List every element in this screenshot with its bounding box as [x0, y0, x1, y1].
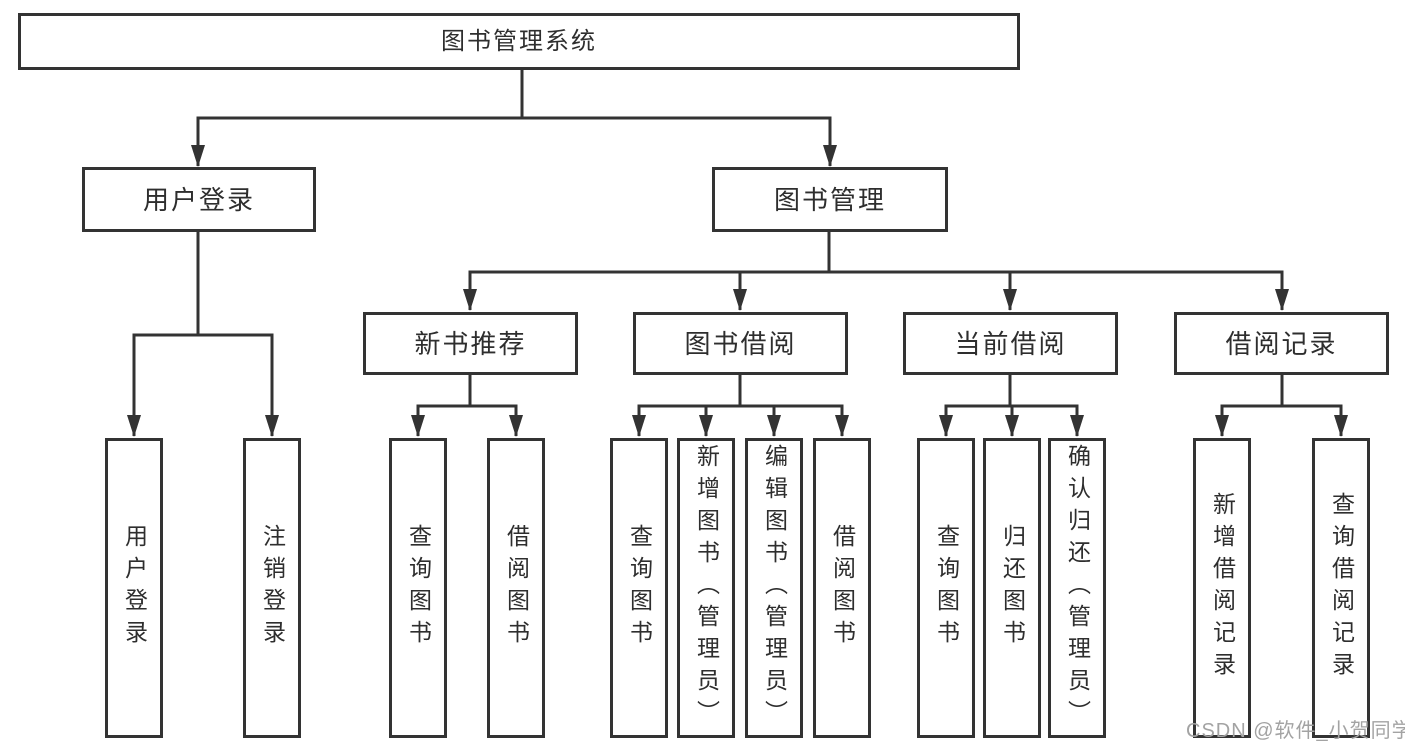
- leaf-add-borrow-record: 新增借阅记录: [1193, 438, 1251, 738]
- leaf-add-book-admin: 新增图书（管理员）: [677, 438, 735, 738]
- csdn-watermark: CSDN @软件_小贺同学: [1186, 720, 1405, 742]
- leaf-edit-book-admin: 编辑图书（管理员）: [745, 438, 803, 738]
- leaf-logout: 注销登录: [243, 438, 301, 738]
- leaf-query-borrow-record: 查询借阅记录: [1312, 438, 1370, 738]
- connector-book-borrowing-children: [632, 375, 849, 437]
- node-book-borrowing: 图书借阅: [633, 312, 848, 375]
- leaf-user-login: 用户登录: [105, 438, 163, 738]
- leaf-confirm-return-admin: 确认归还（管理员）: [1048, 438, 1106, 738]
- leaf-borrow-books-borrowing: 借阅图书: [813, 438, 871, 738]
- leaf-query-books-current: 查询图书: [917, 438, 975, 738]
- connector-book-management-children: [463, 232, 1289, 311]
- connector-new-book-recommend-children: [411, 375, 523, 437]
- leaf-query-books-borrowing: 查询图书: [610, 438, 668, 738]
- node-user-login: 用户登录: [82, 167, 316, 232]
- connector-borrowing-records-children: [1215, 375, 1348, 437]
- connector-current-borrowing-children: [939, 375, 1084, 437]
- connector-user-login-children: [127, 232, 279, 437]
- node-new-book-recommend: 新书推荐: [363, 312, 578, 375]
- node-library-management-system: 图书管理系统: [18, 13, 1020, 70]
- leaf-return-books: 归还图书: [983, 438, 1041, 738]
- node-book-management: 图书管理: [712, 167, 948, 232]
- leaf-query-books-recommend: 查询图书: [389, 438, 447, 738]
- node-borrowing-records: 借阅记录: [1174, 312, 1389, 375]
- leaf-borrow-books-recommend: 借阅图书: [487, 438, 545, 738]
- node-current-borrowing: 当前借阅: [903, 312, 1118, 375]
- connector-root-to-level2: [191, 70, 837, 167]
